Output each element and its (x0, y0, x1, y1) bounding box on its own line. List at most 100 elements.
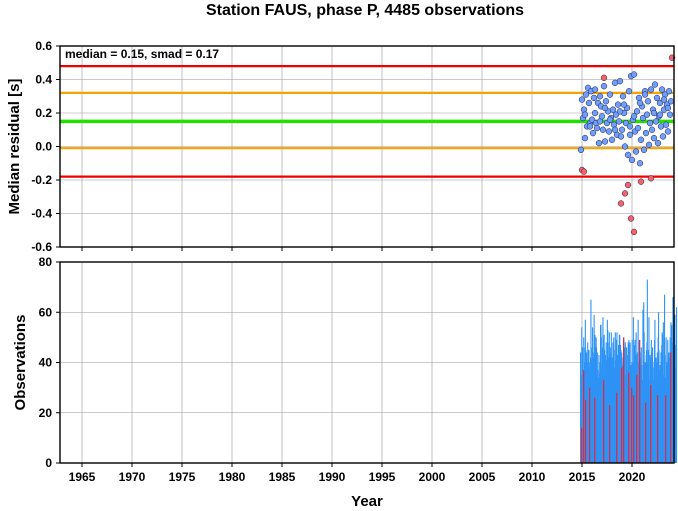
residual-point (620, 101, 628, 108)
residual-point (577, 146, 585, 154)
observation-bar-outlier (650, 385, 652, 463)
y-tick-label: 60 (39, 305, 53, 319)
residual-point (581, 111, 589, 118)
residual-point (585, 99, 593, 107)
observation-bar-outlier (609, 405, 611, 463)
residual-point (652, 118, 660, 125)
x-tick-label: 1995 (369, 470, 396, 484)
residual-point (626, 131, 634, 138)
residual-point (599, 126, 607, 133)
residual-point (608, 136, 616, 143)
residual-point (634, 124, 642, 132)
residual-point (664, 104, 672, 112)
observation-bar-outlier (633, 395, 635, 463)
residual-y-axis-label: Median residual [s] (6, 79, 23, 215)
residual-point (593, 124, 601, 132)
residual-point (580, 168, 588, 175)
residual-point (605, 128, 613, 135)
residual-point (606, 116, 614, 123)
observation-bar (676, 307, 678, 463)
y-tick-label: -0.6 (31, 240, 52, 254)
residual-point (610, 121, 618, 128)
residual-point (626, 123, 634, 130)
y-tick-label: -0.2 (31, 173, 52, 187)
observation-bar-outlier (594, 397, 596, 463)
observation-bar-outlier (621, 367, 623, 463)
residual-point (627, 215, 635, 222)
x-tick-label: 2010 (519, 470, 546, 484)
residual-point (624, 181, 632, 189)
x-tick-label: 2000 (419, 470, 446, 484)
y-tick-label: -0.4 (31, 207, 52, 221)
x-tick-label: 2005 (469, 470, 496, 484)
residual-point (643, 111, 651, 118)
residual-point (654, 140, 662, 147)
residual-point (664, 128, 672, 135)
residual-point (612, 111, 620, 118)
residual-point (586, 123, 594, 130)
residual-point (622, 119, 630, 127)
residual-point (666, 111, 674, 118)
residual-point (651, 81, 659, 88)
x-tick-label: 1970 (119, 470, 146, 484)
residual-point (640, 146, 648, 154)
observation-bar-outlier (589, 387, 591, 463)
observation-bar-outlier (670, 352, 672, 463)
observation-bar-outlier (603, 380, 605, 463)
residual-points (577, 54, 676, 236)
x-tick-label: 1985 (269, 470, 296, 484)
y-tick-label: 0.6 (35, 39, 52, 53)
residual-point (630, 113, 638, 120)
residual-point (589, 129, 597, 137)
residual-point (578, 96, 586, 103)
residual-point (616, 78, 624, 85)
residual-point (662, 121, 670, 128)
residual-point (581, 134, 589, 142)
residual-point (615, 118, 623, 125)
y-tick-label: 0.4 (35, 73, 52, 87)
observation-bar-outlier (583, 370, 585, 463)
observation-bar-outlier (657, 395, 659, 463)
residual-point (645, 141, 653, 148)
residual-point (619, 93, 627, 100)
median-smad-annotation: median = 0.15, smad = 0.17 (65, 47, 219, 61)
residual-point (598, 113, 606, 120)
observation-bars (580, 279, 678, 463)
residual-point (641, 91, 649, 98)
residual-point (596, 93, 604, 100)
residual-point (658, 86, 666, 93)
residual-point (639, 114, 647, 122)
residual-point (636, 160, 644, 167)
residual-point (601, 138, 609, 145)
y-tick-label: 40 (39, 356, 53, 370)
residual-grid (60, 45, 674, 248)
residual-point (614, 101, 622, 108)
residual-point (656, 111, 664, 118)
residual-point (633, 108, 641, 115)
residual-point (590, 94, 598, 102)
residual-point (602, 98, 610, 105)
residual-point (616, 108, 624, 115)
residual-point (630, 71, 638, 78)
residual-point (667, 98, 675, 105)
residual-point (636, 99, 644, 107)
observation-bar-outlier (665, 395, 667, 463)
residual-point (650, 134, 658, 142)
x-tick-label: 2020 (619, 470, 646, 484)
observation-bar-outlier (639, 339, 641, 463)
residual-point (606, 91, 614, 98)
residual-point (637, 136, 645, 143)
residual-point (580, 106, 588, 113)
residual-point (617, 133, 625, 140)
residual-point (648, 126, 656, 133)
observation-bar-outlier (616, 392, 618, 463)
observations-y-axis-label: Observations (12, 315, 29, 411)
residual-point (637, 178, 645, 185)
residual-point (600, 74, 608, 81)
residual-point (644, 98, 652, 105)
residual-point (659, 133, 667, 140)
residual-point (625, 88, 633, 95)
x-tick-label: 1980 (219, 470, 246, 484)
residual-point (646, 119, 654, 127)
